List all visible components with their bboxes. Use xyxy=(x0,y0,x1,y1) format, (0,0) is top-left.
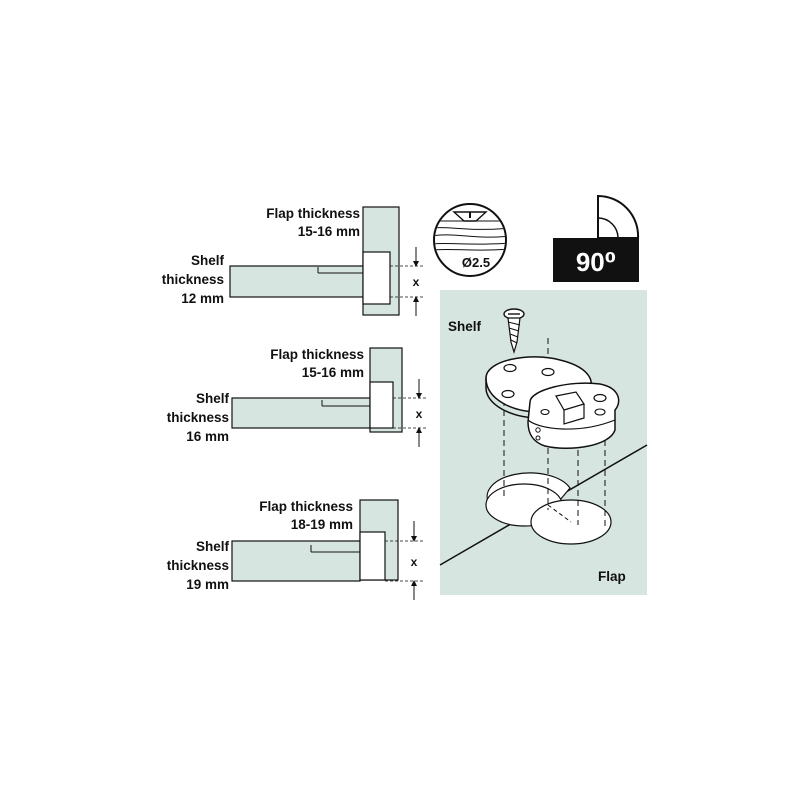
countersunk-screw-icon: Ø2.5 xyxy=(433,203,507,277)
config-2-flap-value: 15-16 mm xyxy=(302,365,364,380)
screw-diameter-label: Ø2.5 xyxy=(462,255,490,270)
config-2-fitting-body xyxy=(369,381,394,429)
drill-holes xyxy=(485,472,612,545)
config-1-shelf-label: Shelf xyxy=(191,253,225,268)
config-2: x Flap thickness 15-16 mm Shelf thicknes… xyxy=(167,347,428,447)
assembly-shelf-label: Shelf xyxy=(448,319,482,334)
wood-screw-icon xyxy=(503,308,525,355)
config-3-shelf-panel xyxy=(231,540,361,582)
assembly-illustration: Shelf Flap xyxy=(439,290,648,595)
config-1-flap-label: Flap thickness xyxy=(266,206,360,221)
config-1: x Flap thickness 15-16 mm Shelf thicknes… xyxy=(162,206,425,316)
config-1-dim-label: x xyxy=(413,275,420,289)
config-3-shelf-label: Shelf xyxy=(196,539,230,554)
config-1-flap-value: 15-16 mm xyxy=(298,224,360,239)
angle-label-box xyxy=(553,238,639,282)
config-3-flap-label: Flap thickness xyxy=(259,499,353,514)
config-3-dim-label: x xyxy=(411,555,418,569)
config-3-shelf-label-2: thickness xyxy=(167,558,229,573)
config-1-shelf-panel xyxy=(229,265,364,298)
config-3-shelf-value: 19 mm xyxy=(186,577,229,592)
config-2-shelf-label: Shelf xyxy=(196,391,230,406)
config-3-flap-value: 18-19 mm xyxy=(291,517,353,532)
config-3: x Flap thickness 18-19 mm Shelf thicknes… xyxy=(167,499,423,600)
angle-label: 90⁰ xyxy=(576,247,616,277)
config-2-shelf-panel xyxy=(231,397,371,429)
quarter-circle-angle-icon: 90⁰ xyxy=(553,194,640,282)
config-1-shelf-label-2: thickness xyxy=(162,272,224,287)
config-1-shelf-value: 12 mm xyxy=(181,291,224,306)
config-2-flap-label: Flap thickness xyxy=(270,347,364,362)
config-2-shelf-value: 16 mm xyxy=(186,429,229,444)
config-2-dim-label: x xyxy=(416,407,423,421)
config-1-fitting-body xyxy=(362,251,391,305)
assembly-flap-label: Flap xyxy=(598,569,626,584)
flap-stay-fitting xyxy=(485,356,620,449)
config-3-fitting-body xyxy=(359,531,386,581)
config-2-shelf-label-2: thickness xyxy=(167,410,229,425)
